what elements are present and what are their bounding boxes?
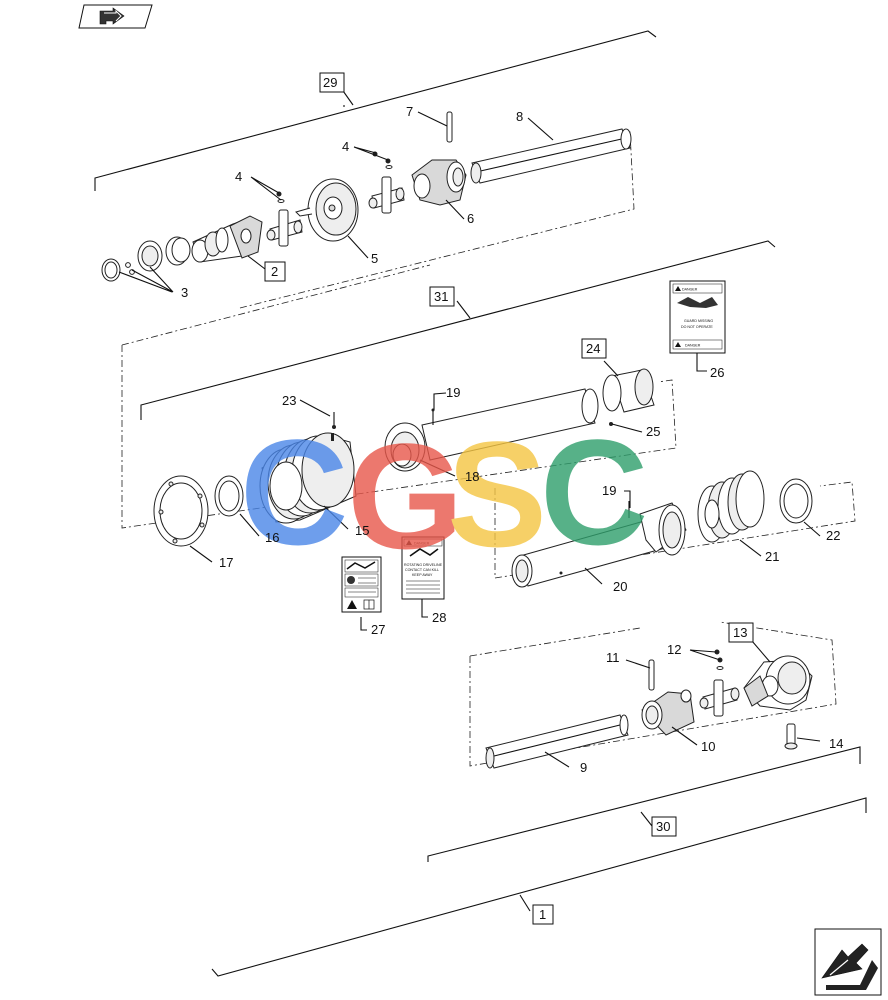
callout-11[interactable]: 11: [606, 650, 620, 665]
seal-ring-part-3: [137, 236, 191, 272]
callout-13[interactable]: 13: [728, 622, 754, 643]
svg-text:DO NOT OPERATE: DO NOT OPERATE: [681, 325, 713, 329]
callout-19-top[interactable]: 19: [446, 385, 460, 400]
callout-5[interactable]: 5: [371, 251, 378, 266]
svg-text:13: 13: [733, 625, 747, 640]
watermark-letter-c1: C: [240, 408, 348, 576]
tube-part-9: [485, 714, 629, 769]
callout-1[interactable]: 1: [532, 904, 554, 925]
bolt-part-14: [784, 723, 798, 750]
screw-part-23: [332, 412, 336, 429]
callout-25[interactable]: 25: [646, 424, 660, 439]
svg-text:30: 30: [656, 819, 670, 834]
cross-kit-part-4-left: [266, 191, 303, 247]
callout-4-left[interactable]: 4: [235, 169, 242, 184]
callout-27[interactable]: 27: [371, 622, 385, 637]
watermark-letter-s: S: [447, 410, 547, 578]
decal-part-26: DANGER GUARD MISSING DO NOT OPERATE DANG…: [669, 280, 726, 354]
yoke-part-2: [191, 215, 263, 263]
svg-text:31: 31: [434, 289, 448, 304]
callouts: 29 2 3 4 4 5 6 7 8 31 24 26 23 19 25 18 …: [181, 72, 843, 925]
callout-24[interactable]: 24: [581, 338, 607, 359]
callout-16[interactable]: 16: [265, 530, 279, 545]
circlip-part-3: [101, 258, 135, 282]
watermark-letter-g: G: [347, 412, 464, 580]
ring-part-16: [214, 475, 244, 517]
svg-text:1: 1: [539, 907, 546, 922]
callout-8[interactable]: 8: [516, 109, 523, 124]
tube-part-8: [470, 128, 632, 184]
svg-text:2: 2: [271, 264, 278, 279]
callout-17[interactable]: 17: [219, 555, 233, 570]
callout-6[interactable]: 6: [467, 211, 474, 226]
callout-4-right[interactable]: 4: [342, 139, 349, 154]
callout-20[interactable]: 20: [613, 579, 627, 594]
group-outline-lower: [494, 481, 856, 579]
bearing-ring-part-18: [384, 422, 426, 472]
group-outline-bottom: [469, 621, 837, 767]
next-arrow-icon: [821, 943, 878, 990]
bracket-29: [94, 30, 657, 191]
leader-lines: [118, 105, 821, 768]
yoke-part-10: [641, 689, 695, 736]
svg-text:KEEP AWAY: KEEP AWAY: [412, 573, 433, 577]
callout-31[interactable]: 31: [429, 286, 455, 307]
callout-10[interactable]: 10: [701, 739, 715, 754]
svg-text:CONTACT CAN KILL: CONTACT CAN KILL: [405, 568, 439, 572]
svg-text:GUARD MISSING: GUARD MISSING: [684, 319, 713, 323]
svg-text:DANGER: DANGER: [414, 542, 430, 546]
callout-28[interactable]: 28: [432, 610, 446, 625]
callout-3[interactable]: 3: [181, 285, 188, 300]
outer-tube-part-19: [421, 388, 599, 461]
callout-9[interactable]: 9: [580, 760, 587, 775]
bellows-guard-part-15: [259, 432, 357, 524]
yoke-part-6: [411, 159, 467, 206]
callout-2[interactable]: 2: [264, 261, 286, 282]
callout-29[interactable]: 29: [319, 72, 345, 93]
decal-part-27: [341, 556, 382, 613]
callout-12[interactable]: 12: [667, 642, 681, 657]
callout-15[interactable]: 15: [355, 523, 369, 538]
callout-21[interactable]: 21: [765, 549, 779, 564]
bracket-31: [140, 240, 776, 420]
pin-part-7: [446, 111, 453, 143]
back-button[interactable]: [78, 4, 153, 29]
callout-14[interactable]: 14: [829, 736, 843, 751]
callout-19-bottom[interactable]: 19: [602, 483, 616, 498]
callout-30[interactable]: 30: [651, 816, 677, 837]
sleeve-part-24: [602, 368, 655, 413]
svg-text:ROTATING DRIVELINE: ROTATING DRIVELINE: [404, 563, 443, 567]
bracket-30: [427, 746, 861, 862]
bearing-ring-part-19: [628, 501, 687, 556]
bracket-1: [211, 797, 867, 977]
callout-18[interactable]: 18: [465, 469, 479, 484]
watermark: C G S C: [240, 408, 648, 580]
callout-23[interactable]: 23: [282, 393, 296, 408]
pin-part-11: [648, 659, 655, 691]
yoke-part-13: [743, 655, 813, 711]
decal-part-28: DANGER ROTATING DRIVELINE CONTACT CAN KI…: [401, 536, 445, 600]
support-ring-part-22: [779, 478, 813, 524]
bellows-part-21: [697, 470, 765, 543]
group-outline-mid: [121, 264, 677, 529]
shield-disc-part-5: [295, 178, 359, 242]
next-button[interactable]: [814, 928, 882, 996]
svg-text:24: 24: [586, 341, 600, 356]
callout-22[interactable]: 22: [826, 528, 840, 543]
svg-text:DANGER: DANGER: [685, 344, 701, 348]
callout-7[interactable]: 7: [406, 104, 413, 119]
screw-part-25: [609, 422, 613, 426]
watermark-letter-c2: C: [540, 408, 648, 576]
svg-text:DANGER: DANGER: [682, 288, 698, 292]
back-arrow-icon: [99, 7, 125, 25]
support-ring-part-17: [153, 475, 209, 547]
callout-26[interactable]: 26: [710, 365, 724, 380]
cross-kit-part-4-right: [368, 151, 405, 214]
svg-text:29: 29: [323, 75, 337, 90]
